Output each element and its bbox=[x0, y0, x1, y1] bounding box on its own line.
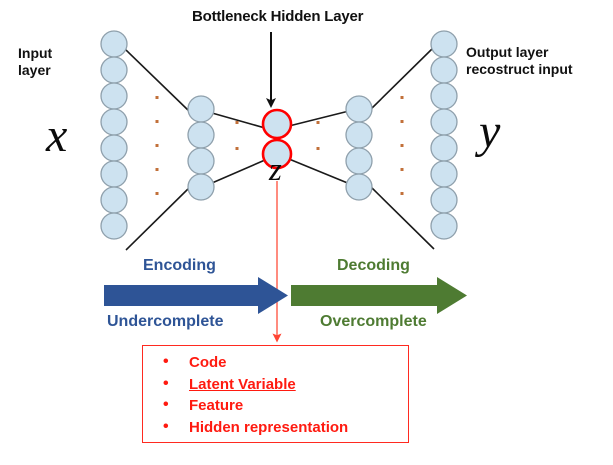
network-node bbox=[345, 95, 373, 123]
edges-bottleneck-to-decoder bbox=[288, 110, 351, 185]
network-node bbox=[100, 134, 128, 162]
decoding-label: Decoding bbox=[337, 257, 410, 274]
edges-decoder-to-output bbox=[369, 47, 435, 250]
network-node bbox=[430, 30, 458, 58]
ellipsis-dot bbox=[155, 168, 159, 171]
bottleneck-title: Bottleneck Hidden Layer bbox=[192, 8, 364, 25]
network-node bbox=[430, 82, 458, 110]
code-synonym-text: Hidden representation bbox=[189, 418, 349, 436]
network-node bbox=[100, 108, 128, 136]
network-node bbox=[430, 108, 458, 136]
input-layer-label: Input layer bbox=[18, 45, 53, 79]
network-node bbox=[430, 160, 458, 188]
input-layer bbox=[100, 30, 128, 240]
code-synonym-text: Code bbox=[189, 354, 227, 371]
code-synonym-item: Hidden representation bbox=[143, 416, 408, 439]
network-node bbox=[430, 186, 458, 214]
ellipsis-dot bbox=[235, 147, 239, 150]
network-node bbox=[100, 212, 128, 240]
code-synonym-item: Code bbox=[143, 351, 408, 374]
bottleneck-hidden-layer bbox=[261, 108, 293, 170]
network-node bbox=[100, 160, 128, 188]
bottleneck-node bbox=[261, 138, 293, 170]
code-synonym-text: Feature bbox=[189, 397, 244, 414]
code-synonyms-box: CodeLatent VariableFeatureHidden represe… bbox=[142, 345, 409, 443]
ellipsis-dots bbox=[155, 96, 404, 195]
bottleneck-node bbox=[261, 108, 293, 140]
encoding-label: Encoding bbox=[143, 257, 216, 274]
input-vector-symbol: x bbox=[46, 109, 68, 162]
network-nodes bbox=[100, 30, 458, 240]
encoder-hidden-layer bbox=[187, 95, 215, 201]
ellipsis-decoder-output bbox=[400, 96, 404, 195]
network-node bbox=[430, 212, 458, 240]
network-node bbox=[430, 134, 458, 162]
network-node bbox=[345, 173, 373, 201]
output-layer-label: Output layer recostruct input bbox=[466, 44, 573, 78]
ellipsis-dot bbox=[316, 147, 320, 150]
ellipsis-dot bbox=[155, 120, 159, 123]
output-vector-symbol: y bbox=[479, 105, 501, 158]
ellipsis-input-encoder bbox=[155, 96, 159, 195]
overcomplete-label: Overcomplete bbox=[320, 313, 427, 330]
ellipsis-dot bbox=[155, 96, 159, 99]
ellipsis-dot bbox=[400, 120, 404, 123]
ellipsis-code-decoder bbox=[316, 121, 320, 150]
network-node bbox=[345, 147, 373, 175]
network-node bbox=[100, 30, 128, 58]
ellipsis-dot bbox=[400, 96, 404, 99]
network-node bbox=[345, 121, 373, 149]
edges-input-to-encoder bbox=[125, 49, 191, 251]
decoder-hidden-layer bbox=[345, 95, 373, 201]
code-vector-symbol: z bbox=[269, 152, 282, 188]
network-node bbox=[187, 173, 215, 201]
network-node bbox=[430, 56, 458, 84]
network-node bbox=[187, 95, 215, 123]
network-node bbox=[187, 147, 215, 175]
output-layer bbox=[430, 30, 458, 240]
code-synonym-text: Latent Variable bbox=[189, 375, 296, 393]
decoding-arrow bbox=[291, 277, 467, 314]
ellipsis-dot bbox=[235, 121, 239, 124]
ellipsis-dot bbox=[316, 121, 320, 124]
network-node bbox=[100, 82, 128, 110]
network-node bbox=[100, 56, 128, 84]
undercomplete-label: Undercomplete bbox=[107, 313, 224, 330]
ellipsis-dot bbox=[400, 144, 404, 147]
code-synonyms-list: CodeLatent VariableFeatureHidden represe… bbox=[143, 346, 408, 438]
code-synonym-item: Feature bbox=[143, 394, 408, 417]
code-synonym-item: Latent Variable bbox=[143, 373, 408, 396]
ellipsis-dot bbox=[155, 144, 159, 147]
network-node bbox=[100, 186, 128, 214]
encoding-arrow bbox=[104, 277, 288, 314]
ellipsis-encoder-code bbox=[235, 121, 239, 150]
network-node bbox=[187, 121, 215, 149]
edges-encoder-to-bottleneck bbox=[211, 112, 266, 184]
ellipsis-dot bbox=[155, 192, 159, 195]
ellipsis-dot bbox=[400, 168, 404, 171]
ellipsis-dot bbox=[400, 192, 404, 195]
